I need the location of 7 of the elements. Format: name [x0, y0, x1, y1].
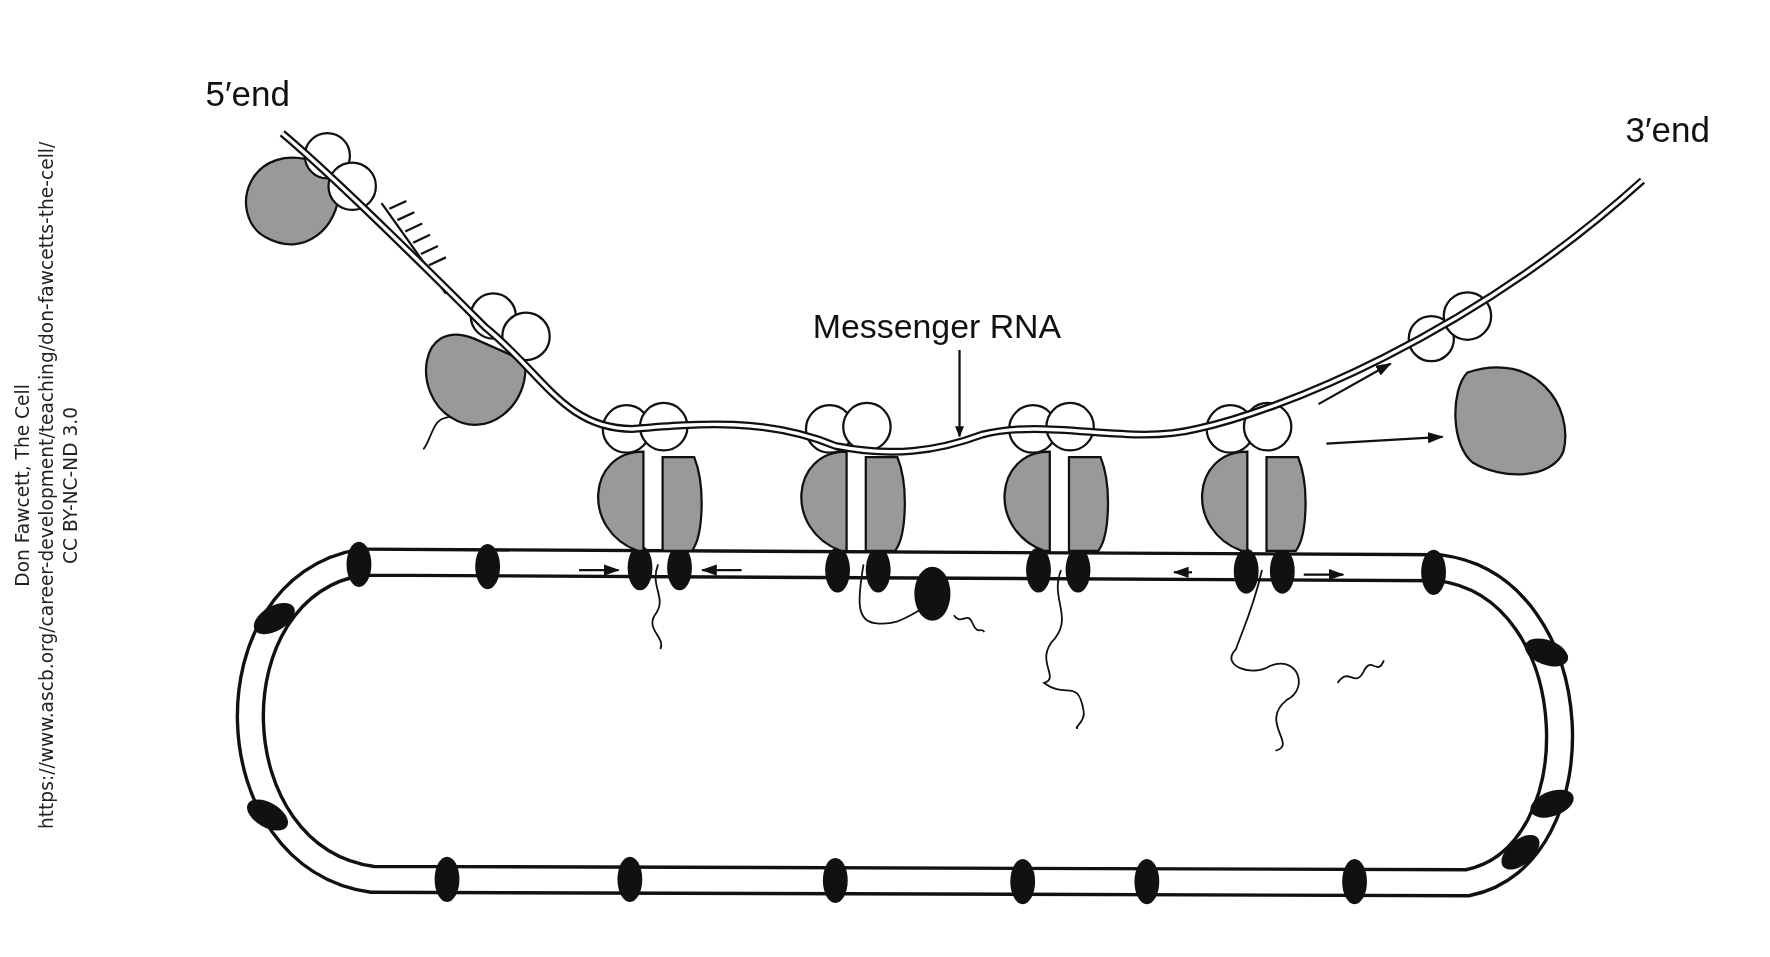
end-label: 5′end	[205, 74, 290, 116]
credit-text: CC BY-NC-ND 3.0	[58, 406, 83, 564]
structure-label: Messenger RNA	[812, 307, 1062, 346]
credit-text: https://www.ascb.org/career-development/teaching/don-fawcetts-the-cell/	[35, 141, 59, 830]
credit-text: Don Fawcett, The Cell	[11, 384, 35, 587]
end-label: 3′end	[1625, 110, 1710, 152]
leader-line	[955, 349, 965, 438]
